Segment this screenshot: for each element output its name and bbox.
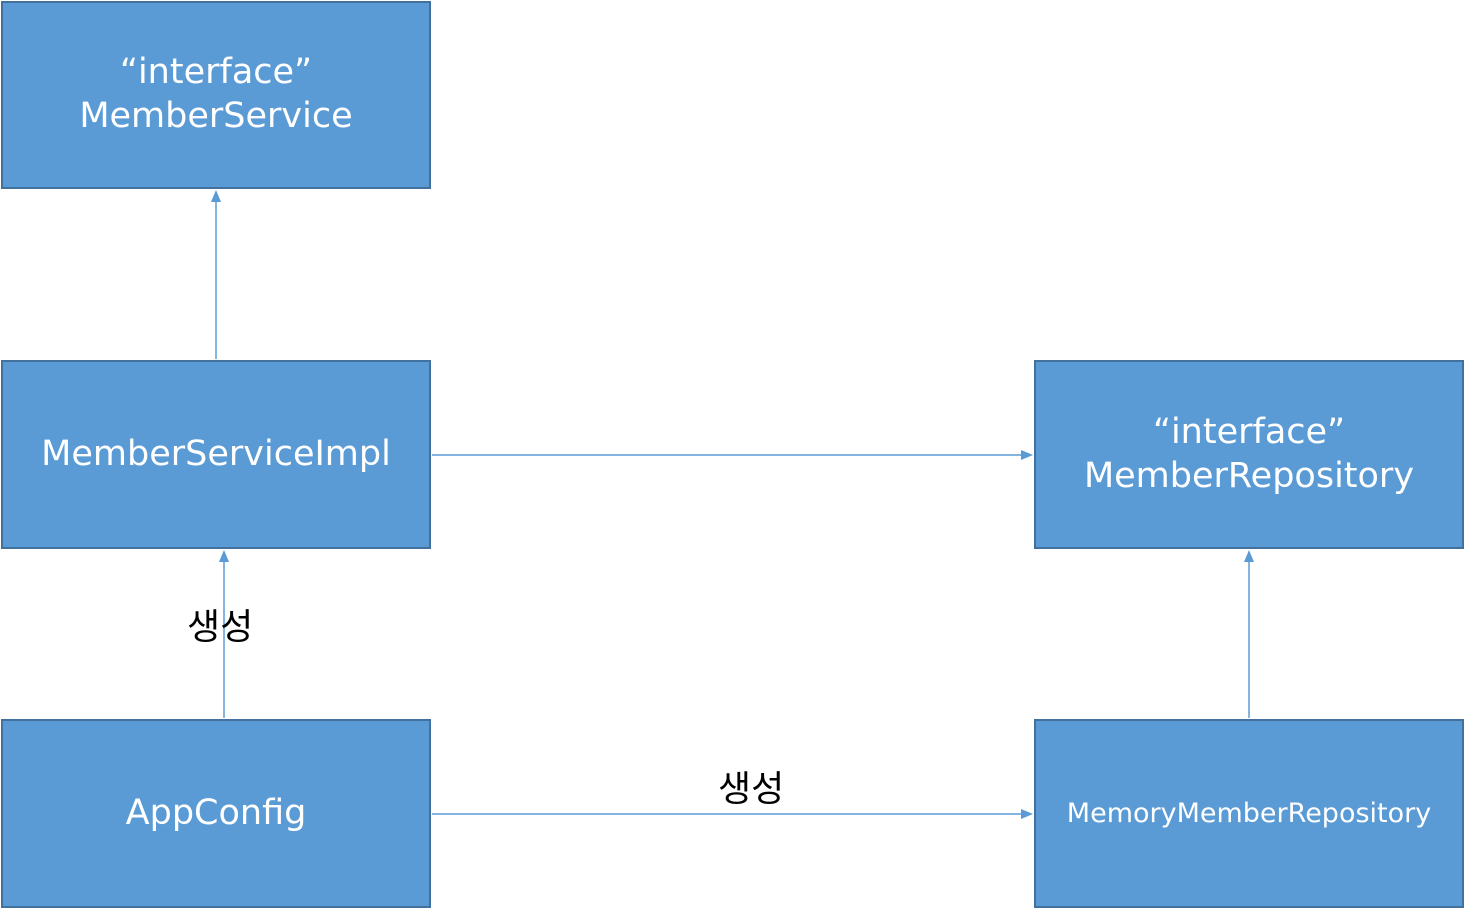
- member-service-interface-box: “interface” MemberService: [1, 1, 431, 189]
- arrow-impl-to-repository: [432, 450, 1033, 460]
- member-repository-name: MemberRepository: [1083, 455, 1415, 496]
- edge-label-create-impl: 생성: [187, 607, 254, 648]
- memory-member-repository-name: MemoryMemberRepository: [1066, 797, 1432, 829]
- edge-label-create-memory: 생성: [718, 769, 785, 810]
- member-repository-stereotype: “interface”: [1152, 411, 1346, 452]
- member-repository-interface-box: “interface” MemberRepository: [1034, 360, 1464, 549]
- member-service-name: MemberService: [79, 96, 353, 136]
- app-config-name: AppConfig: [125, 792, 307, 833]
- memory-member-repository-box: MemoryMemberRepository: [1034, 719, 1464, 908]
- arrow-memory-to-repository: [1244, 550, 1254, 718]
- app-config-box: AppConfig: [1, 719, 431, 908]
- member-service-impl-name: MemberServiceImpl: [41, 433, 391, 474]
- arrow-impl-to-service: [211, 190, 221, 359]
- member-service-stereotype: “interface”: [119, 52, 313, 93]
- member-service-impl-box: MemberServiceImpl: [1, 360, 431, 549]
